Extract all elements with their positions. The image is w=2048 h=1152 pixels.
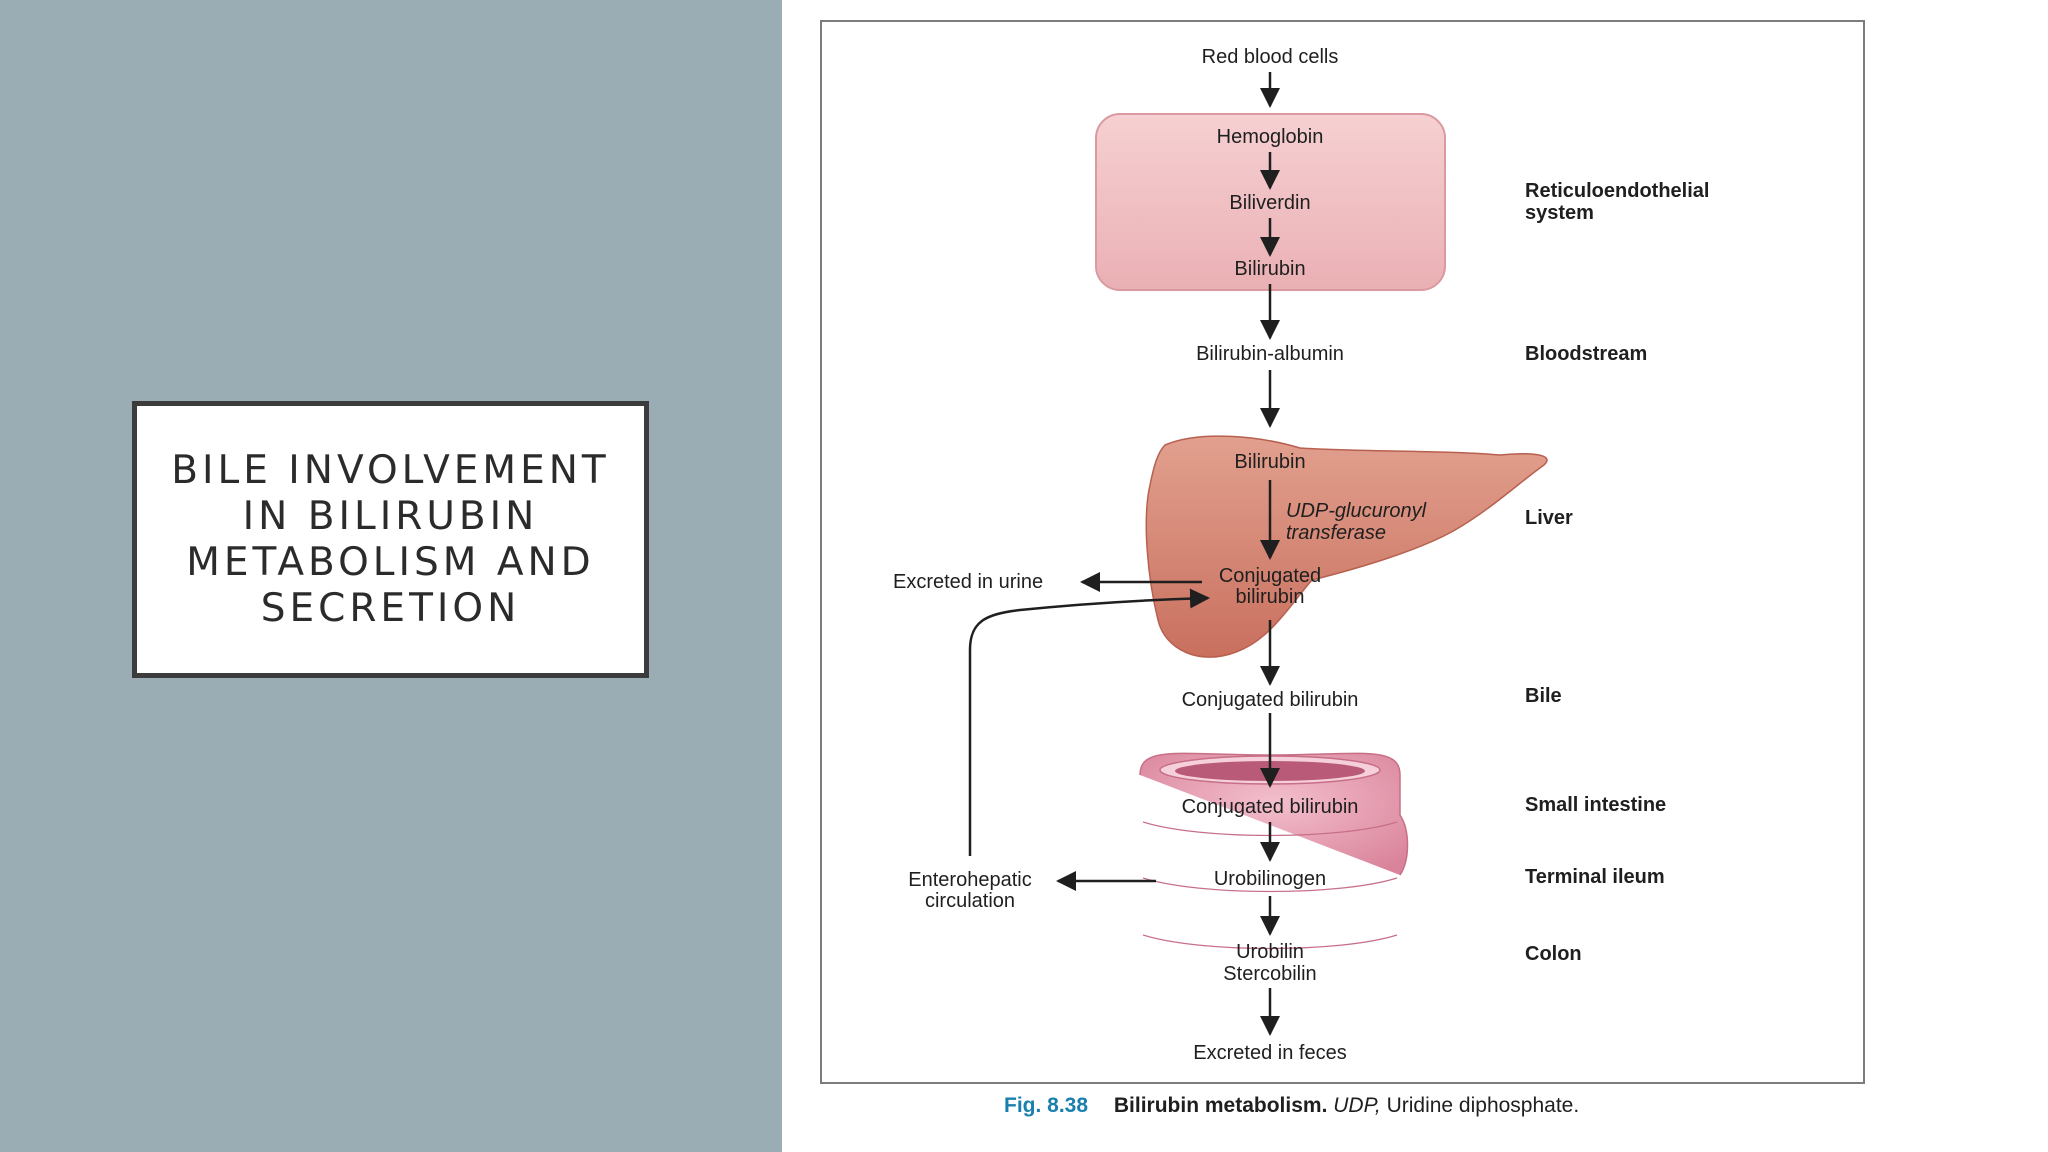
figure-caption: Fig. 8.38 Bilirubin metabolism. UDP, Uri… [1004, 1094, 1579, 1118]
liver-shape [1145, 435, 1548, 658]
node-bilirubin-liver: Bilirubin [1234, 451, 1306, 473]
node-excreted-feces: Excreted in feces [1193, 1042, 1347, 1064]
node-enterohepatic-line2: circulation [924, 890, 1016, 912]
node-conjugated-liver-line1: Conjugated [1218, 565, 1322, 587]
node-urobilinogen: Urobilinogen [1213, 868, 1327, 890]
node-conjugated-intestine: Conjugated bilirubin [1181, 796, 1359, 818]
caption-definition: Uridine diphosphate. [1386, 1094, 1580, 1117]
site-re-line1: Reticuloendothelial [1525, 180, 1710, 202]
node-enterohepatic-line1: Enterohepatic [908, 869, 1032, 891]
node-red-blood-cells: Red blood cells [1201, 46, 1339, 68]
node-bilirubin-albumin: Bilirubin-albumin [1196, 343, 1344, 365]
site-colon: Colon [1525, 943, 1582, 965]
node-conjugated-bile: Conjugated bilirubin [1181, 689, 1359, 711]
node-enzyme-line1: UDP-glucuronyl [1286, 500, 1427, 522]
intestine-shape [1139, 752, 1409, 950]
site-terminal-ileum: Terminal ileum [1525, 866, 1665, 888]
caption-abbrev: UDP, [1333, 1094, 1381, 1117]
node-excreted-urine: Excreted in urine [893, 571, 1044, 593]
caption-fig-number: Fig. 8.38 [1004, 1094, 1089, 1117]
node-hemoglobin: Hemoglobin [1216, 126, 1324, 148]
node-stercobilin: Stercobilin [1223, 963, 1317, 985]
node-urobilin: Urobilin [1236, 941, 1304, 963]
node-biliverdin: Biliverdin [1229, 192, 1311, 214]
caption-title: Bilirubin metabolism. [1113, 1094, 1328, 1117]
node-bilirubin-re: Bilirubin [1234, 258, 1306, 280]
title-box: Bile involvement in bilirubin metabolism… [132, 401, 649, 678]
site-re-line2: system [1525, 202, 1594, 224]
site-bloodstream: Bloodstream [1525, 343, 1648, 365]
site-small-intestine: Small intestine [1525, 794, 1667, 816]
node-enzyme-line2: transferase [1286, 522, 1387, 544]
site-bile: Bile [1525, 685, 1562, 707]
slide-title: Bile involvement in bilirubin metabolism… [171, 447, 610, 631]
node-conjugated-liver-line2: bilirubin [1235, 586, 1305, 608]
arrow-enterohepatic-return [968, 588, 1210, 856]
site-liver: Liver [1525, 507, 1573, 529]
